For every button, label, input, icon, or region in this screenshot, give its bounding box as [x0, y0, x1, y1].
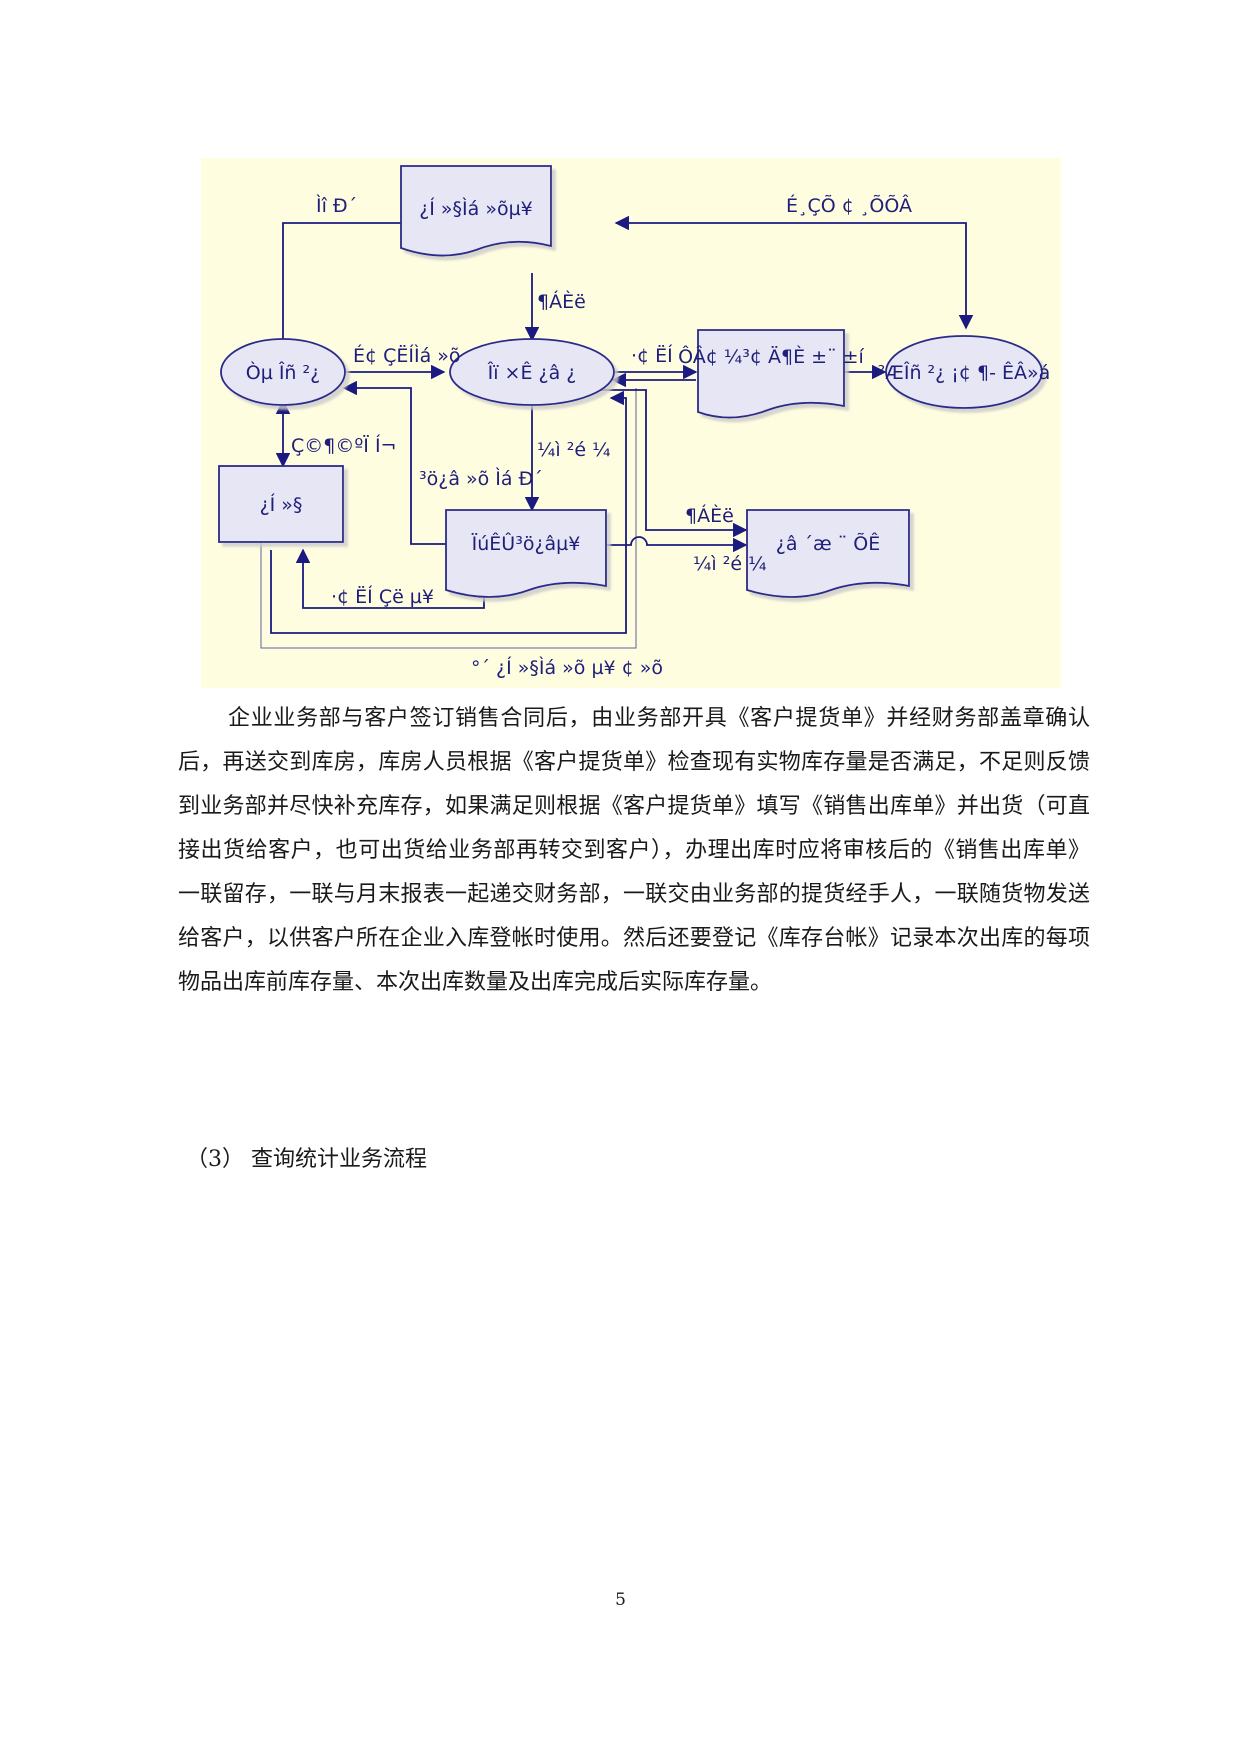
arrow-stamp-confirm — [614, 215, 974, 330]
edge-label-out-pickup: ³ö¿â »õ Ìá Ð´ — [419, 467, 543, 490]
arrow-check-ledger — [606, 536, 748, 553]
edge-label-check-ledger: ¼ì ²é ¼ — [693, 553, 767, 575]
edge-label-resend-pickup: °´ ¿Í »§Ìá »õ µ¥ ¢ »õ — [471, 656, 663, 679]
edge-label-stamp-confirm: É¸ÇÕ ¢ ¸ÕÕÂ — [786, 194, 912, 217]
node-inventory-ledger — [746, 509, 910, 598]
label-monthly-report: ÔÂ¢ ¼³¢ Ä¶È ±¨ ±í — [678, 344, 864, 368]
section-heading: （3） 查询统计业务流程 — [186, 1147, 427, 1172]
edge-label-send-out: ·¢ ËÍ — [631, 344, 673, 367]
arrow-read-in-ledger — [601, 389, 748, 538]
node-sales-dept — [220, 338, 346, 406]
label-finance-dept: ²ÆÎñ ²¿ ¡¢ ¶- ÊÂ»á — [878, 361, 1051, 384]
nodes — [218, 165, 1043, 598]
label-inventory-ledger: ¿â ´æ ¨ ÕÊ — [776, 532, 880, 555]
node-warehouse — [449, 338, 615, 406]
body-paragraph: 企业业务部与客户签订销售合同后，由业务部开具《客户提货单》并经财务部盖章确认后，… — [178, 706, 1090, 995]
edge-label-send-to-warehouse: É¢ ÇËÍÌá »õ — [353, 344, 461, 367]
arrow-resend-pickup — [270, 390, 627, 634]
label-sales-dept: Òµ Îñ ²¿ — [246, 360, 320, 384]
label-warehouse: Îï ×Ê ¿â ¿ — [487, 361, 577, 384]
label-customer-pickup-order: ¿Í »§Ìá »õµ¥ — [419, 197, 533, 220]
edge-label-send-sales: ·¢ ËÍ Çë µ¥ — [331, 585, 434, 608]
business-flow-diagram: ¿Í »§Ìá »õµ¥ Òµ Îñ ²¿ Îï ×Ê ¿â ¿ ÔÂ¢ ¼³¢… — [201, 158, 1061, 688]
page-number: 5 — [615, 1590, 626, 1610]
arrow-fill-in — [282, 215, 448, 346]
label-sales-outbound-order: ÏúÊÛ³ö¿âµ¥ — [472, 531, 581, 555]
node-customer — [218, 465, 344, 543]
edge-label-read-in-ledger: ¶ÁÈë — [685, 504, 734, 527]
edge-label-check: ¶ÁÈë — [537, 290, 586, 313]
node-customer-pickup-order — [400, 165, 552, 257]
arrow-out-pickup — [342, 380, 446, 545]
arrow-resend-pickup-outer — [260, 388, 637, 649]
label-customer: ¿Í »§ — [260, 493, 303, 516]
node-finance-dept — [885, 335, 1043, 409]
node-sales-outbound-order — [445, 509, 607, 598]
edge-label-check-out: ¼ì ²é ¼ — [537, 439, 611, 461]
edge-label-sign-contract: Ç©¶©ºÏ Í¬ — [291, 434, 396, 457]
connectors — [260, 215, 974, 649]
edge-label-fill-in: Ìî Ð´ — [316, 194, 357, 217]
node-monthly-report — [697, 329, 845, 419]
